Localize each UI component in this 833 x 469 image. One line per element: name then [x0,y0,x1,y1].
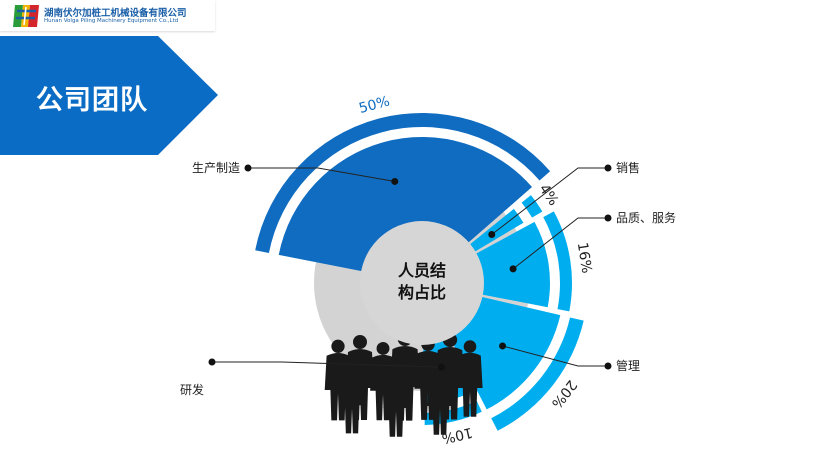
pie-slice-ring [255,113,551,253]
callout-dot [391,177,399,185]
page-title: 公司团队 [36,85,148,116]
company-name-en: Hunan Volga Piling Machinery Equipment C… [44,18,179,24]
callout-dot [499,342,507,350]
title-banner [0,36,218,155]
person-silhouette [339,358,365,434]
category-label: 生产制造 [192,161,240,175]
category-label: 管理 [616,358,640,373]
callout-line [212,361,442,368]
company-name-cn: 湖南伏尔加桩工机械设备有限公司 [44,8,187,19]
callout-line [512,217,608,270]
pie-slice-ring [543,211,573,312]
percent-label: 4% [536,181,562,208]
percent-label: 50% [357,94,391,118]
callout-dot [244,164,252,172]
center-circle [360,221,484,345]
callout-dot [437,363,445,371]
person-silhouette [383,360,409,437]
center-label-line2: 构占比 [398,283,446,302]
callout-dot [604,164,612,172]
callout-line [502,345,608,367]
header-bar: 湖南伏尔加桩工机械设备有限公司 Hunan Volga Piling Machi… [0,0,215,31]
company-logo-icon [13,5,39,27]
percent-label: 10% [440,424,474,447]
category-label: 研发 [180,382,204,397]
percent-label: 16% [574,241,595,274]
callout-dot [604,214,612,222]
callout-line [491,167,608,235]
pie-slice-ring [521,195,543,218]
callout-line [248,167,395,182]
category-label: 品质、服务 [616,210,676,225]
callout-dot [604,362,612,370]
team-silhouette-icon [324,331,483,437]
center-label-line1: 人员结 [398,261,446,280]
person-silhouette [457,340,483,417]
callout-dot [509,265,517,273]
pie-slice-ring [491,317,584,431]
callout-dot [208,358,216,366]
category-label: 销售 [616,160,640,175]
callout-dot [488,231,496,239]
pie-slice [278,136,533,283]
